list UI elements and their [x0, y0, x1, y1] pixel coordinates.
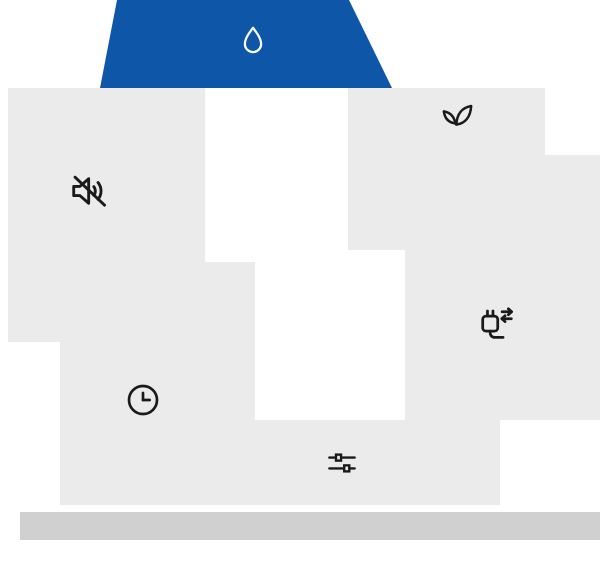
leaf-icon — [436, 92, 476, 132]
tile-power-source[interactable] — [405, 155, 600, 420]
bottom-bar — [20, 512, 600, 540]
sliders-icon — [323, 444, 361, 482]
water-header-banner[interactable] — [100, 0, 392, 88]
speaker-muted-icon — [67, 168, 113, 214]
clock-icon — [123, 380, 163, 420]
water-drop-icon — [235, 23, 271, 59]
tile-adjustments[interactable] — [205, 420, 500, 505]
plug-swap-icon — [475, 300, 519, 344]
